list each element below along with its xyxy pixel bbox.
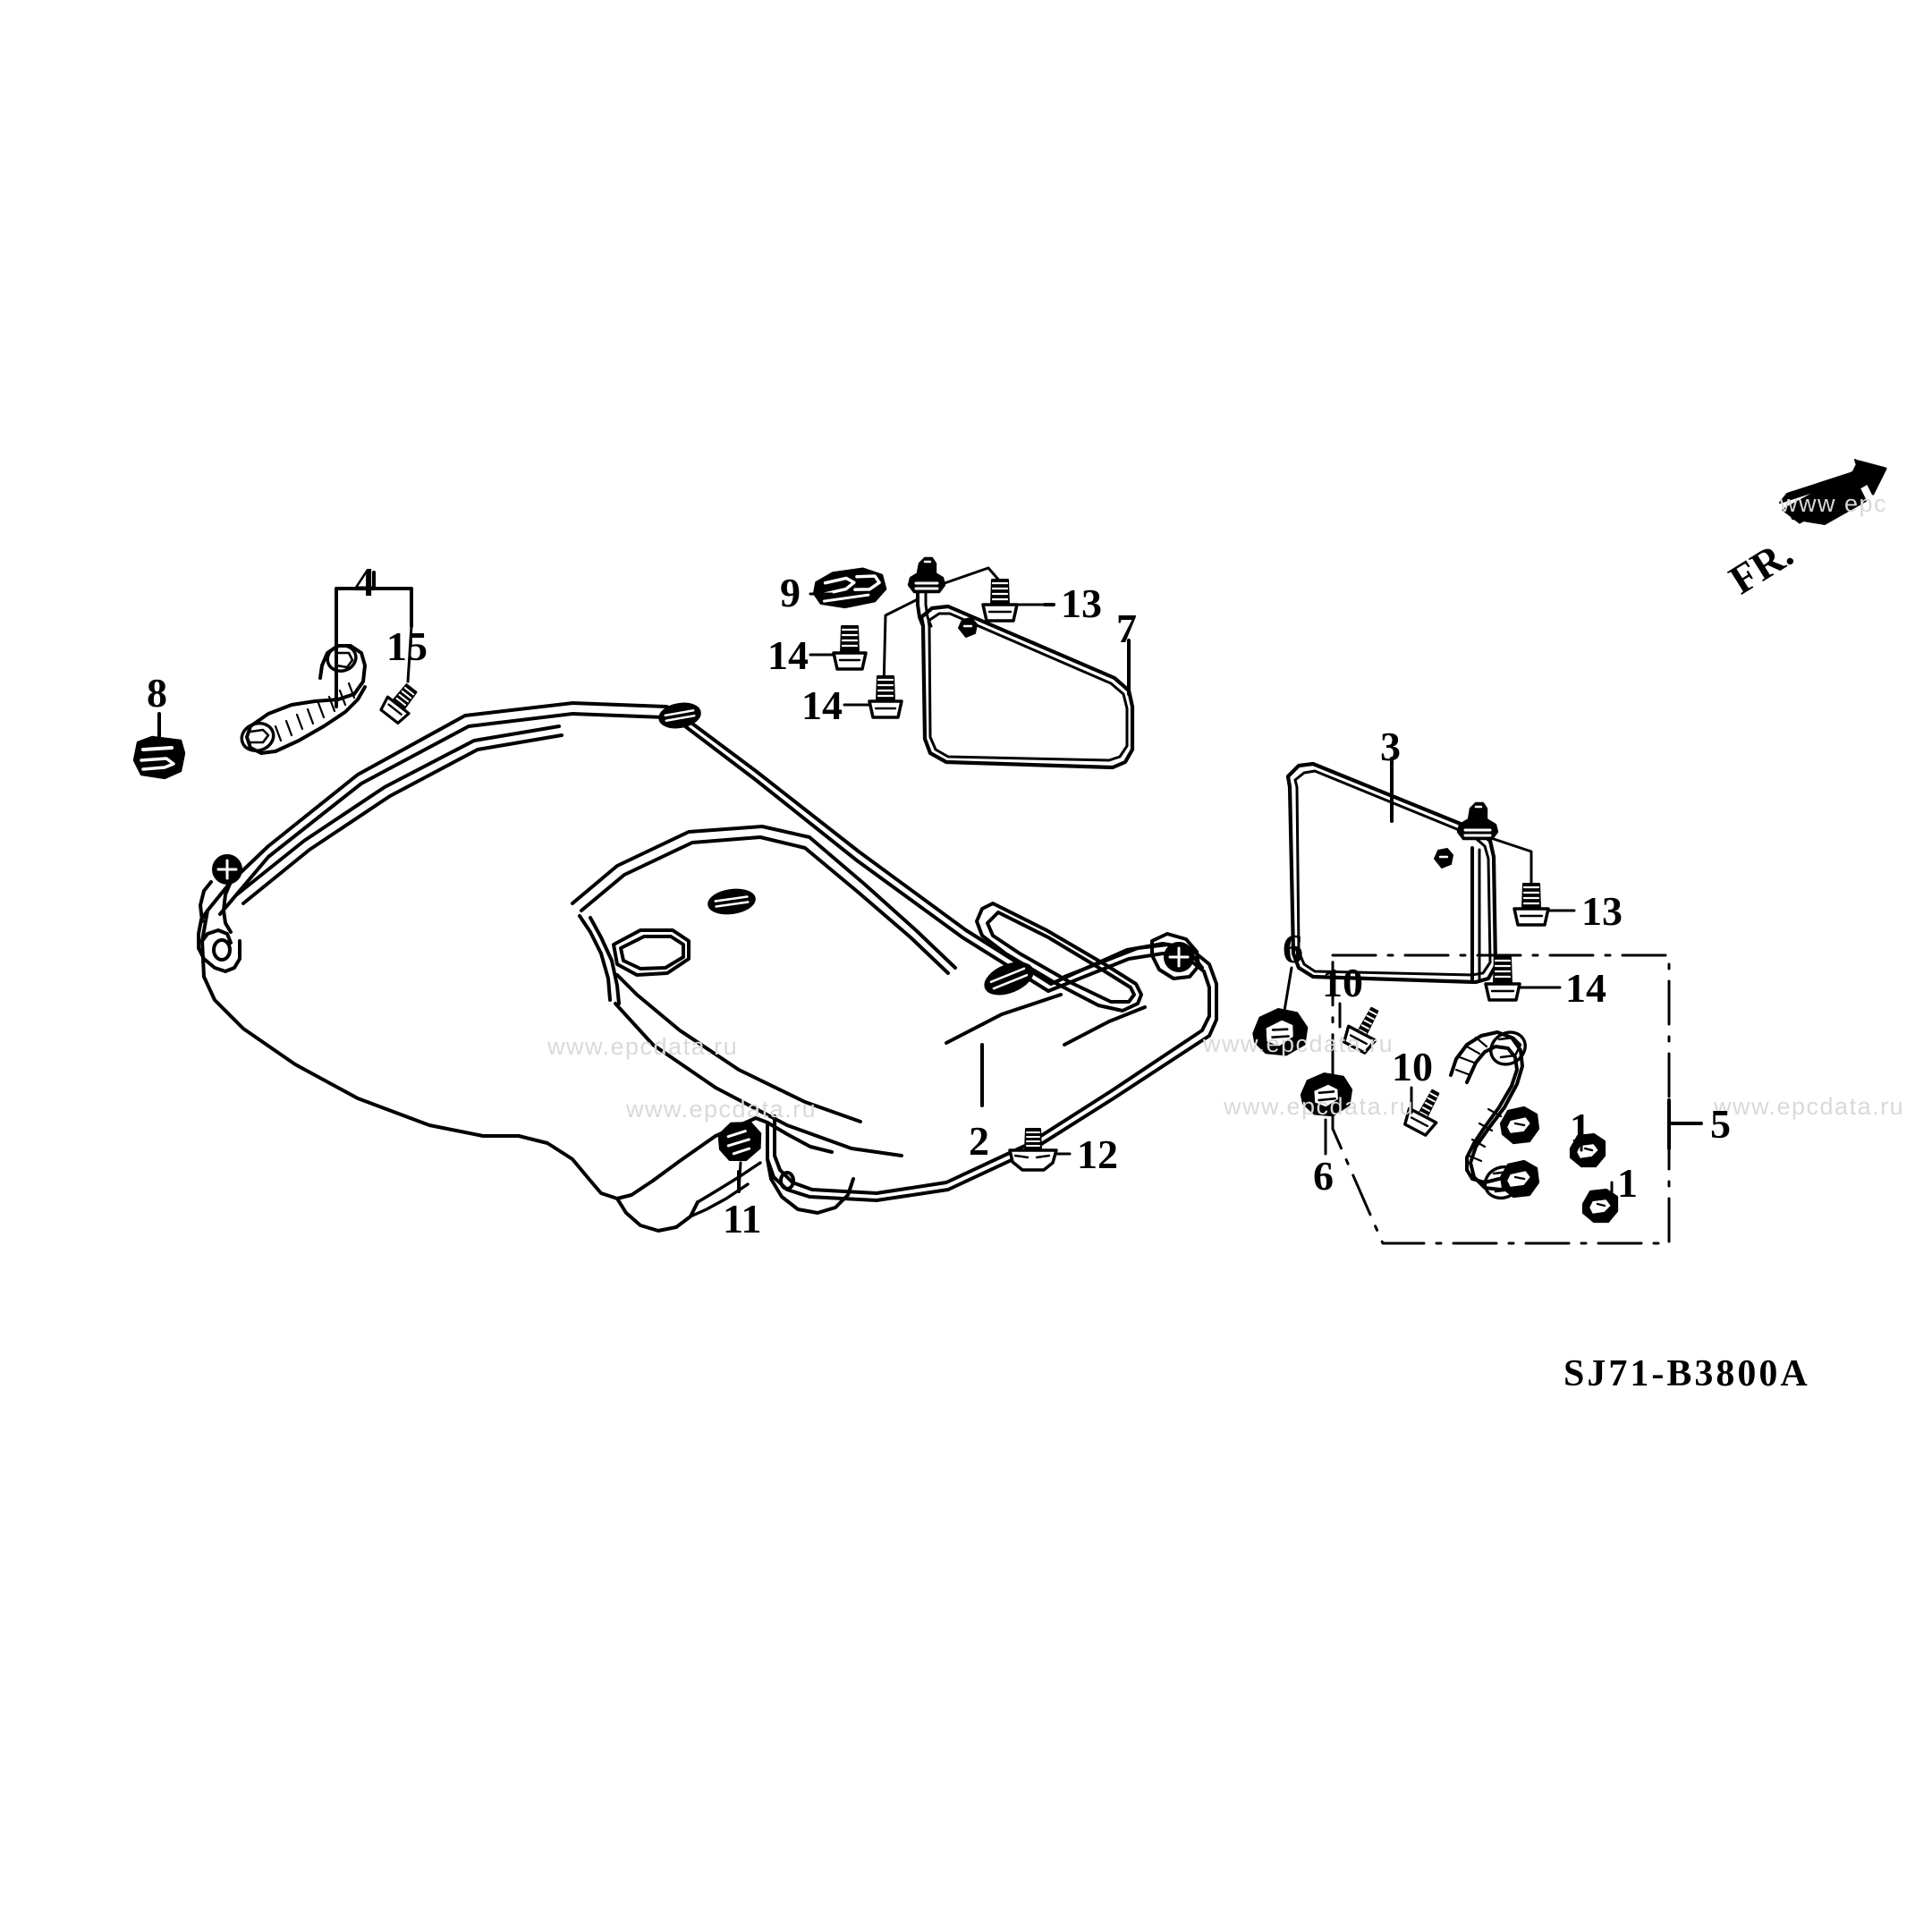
callout-1: 1 [1570, 1105, 1590, 1150]
part-12-screw-grommet [1008, 1128, 1072, 1172]
callout-3: 3 [1380, 724, 1401, 769]
callout-7: 7 [1116, 606, 1137, 651]
diagram-code: SJ71-B3800A [1563, 1353, 1810, 1394]
callout-8: 8 [147, 670, 167, 716]
callout-leaders [157, 712, 1394, 1193]
part-8-holder-clip [132, 714, 186, 780]
callout-15: 15 [386, 623, 428, 669]
part-10-screws [1343, 1006, 1440, 1137]
headliner-embedded-clips [212, 702, 1194, 996]
callout-13: 13 [1581, 888, 1623, 934]
part-6-grommets [1252, 1007, 1353, 1117]
headliner-panel [197, 701, 1218, 1233]
callout-9: 9 [780, 570, 801, 615]
part-14-bolt-c [1484, 956, 1562, 1002]
callout-10: 10 [1392, 1044, 1433, 1089]
callout-2: 2 [969, 1118, 989, 1164]
callout-12: 12 [1077, 1131, 1118, 1177]
callout-11: 11 [723, 1196, 762, 1241]
fr-arrow-solid [1782, 460, 1887, 524]
callout-6: 6 [1313, 1153, 1334, 1199]
callout-4: 4 [354, 559, 375, 605]
callout-14: 14 [767, 632, 809, 678]
part-14-bolt-a [809, 625, 868, 671]
part-9-visor-holder-clip [809, 567, 887, 609]
part-14-bolt-b [843, 675, 903, 719]
part-3-sunvisor-right [1285, 761, 1533, 985]
callout-5: 5 [1710, 1101, 1731, 1147]
part-13-bolt-left [981, 579, 1055, 623]
kit-boundary-5 [1331, 953, 1671, 1245]
part-1-caps [1499, 1106, 1619, 1224]
headliner-left-tab [197, 880, 242, 973]
callout-13: 13 [1061, 580, 1102, 626]
part-15-screw [379, 624, 418, 725]
callout-6: 6 [1283, 926, 1303, 971]
part-7-sunvisor-left [882, 556, 1135, 770]
grab-rail-handle [1449, 1030, 1527, 1200]
part-11-lining-clip [717, 1122, 762, 1193]
part-4-assist-grip [240, 571, 413, 755]
callout-10: 10 [1322, 960, 1363, 1005]
callout-14: 14 [1565, 965, 1606, 1011]
callout-1: 1 [1617, 1160, 1638, 1206]
callout-14: 14 [801, 682, 843, 728]
part-13-bolt-right [1513, 883, 1576, 927]
